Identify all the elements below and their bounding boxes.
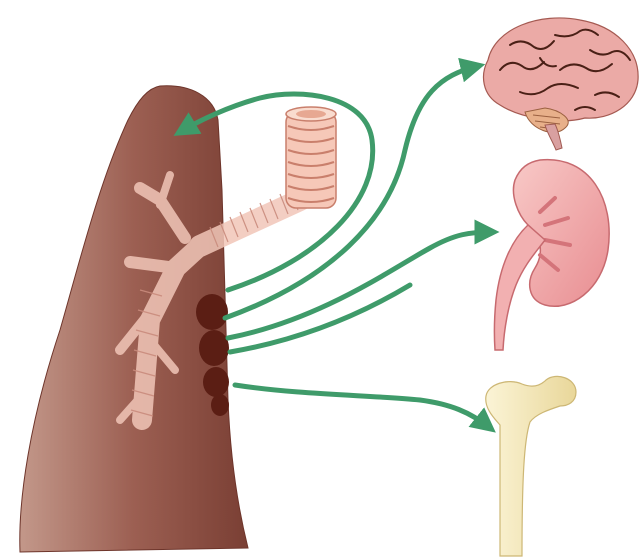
- kidney-icon: [494, 160, 609, 350]
- arrow-to-kidney: [228, 232, 492, 338]
- lymph-node: [199, 330, 229, 366]
- bone-icon: [486, 376, 576, 556]
- trachea: [286, 107, 336, 208]
- lymph-node: [196, 294, 228, 330]
- arrow-to-bone: [235, 385, 490, 428]
- lymph-node: [203, 367, 229, 397]
- arrow-to-lung-mid: [230, 285, 410, 352]
- arrow-to-brain: [225, 66, 478, 318]
- brain-icon: [484, 18, 639, 150]
- lymph-node: [211, 394, 229, 416]
